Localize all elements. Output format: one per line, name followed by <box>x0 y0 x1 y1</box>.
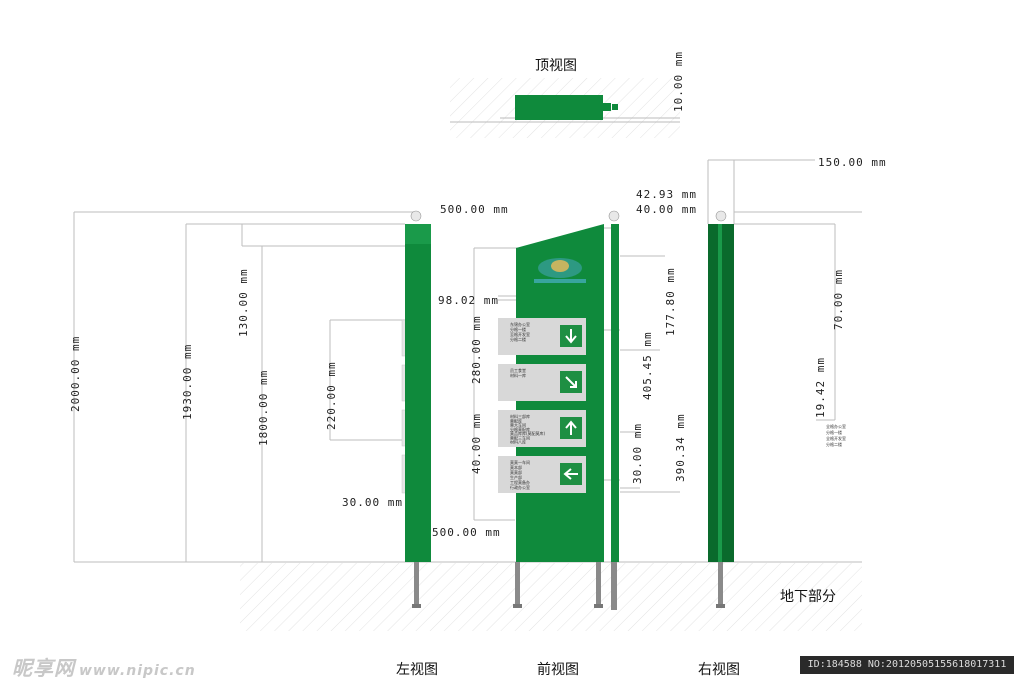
dim-30-side: 30.00 mm <box>631 423 644 484</box>
top-view-post <box>603 103 611 111</box>
front-view-side-post <box>611 224 619 562</box>
panel-text-line: 莫品库库(莫配莫库) <box>510 430 546 436</box>
right-text-line: 全格办公室 <box>826 423 846 429</box>
front-view-foot-left <box>515 562 520 608</box>
panel-text-line: 东锦办公室 <box>510 321 530 327</box>
arrow-down-icon <box>565 329 577 344</box>
dim-30-left: 30.00 mm <box>342 496 403 509</box>
ground-hatch <box>240 563 862 631</box>
underground-label: 地下部分 <box>780 589 836 605</box>
arrow-up-icon <box>565 420 577 435</box>
front-view-post-foot <box>611 562 617 610</box>
dim-40-front: 40.00 mm <box>470 413 483 474</box>
top-view-cap <box>612 104 618 110</box>
left-view-foot <box>414 562 419 608</box>
dim-98: 98.02 mm <box>438 294 499 307</box>
right-view-foot <box>718 562 723 608</box>
dim-177: 177.80 mm <box>664 267 677 336</box>
panel-text-line: 分格莫配库 <box>510 426 530 432</box>
panel-text-line: 材料三部库 <box>510 413 530 419</box>
panel-text-line: 材料一库 <box>510 372 526 378</box>
id-bar: ID:184588 NO:20120505155618017311 <box>800 656 1014 674</box>
panel-text-line: 莫大车间 <box>510 422 526 428</box>
logo-emblem-center <box>551 260 569 272</box>
panel-text-line: 莫莫一车间 <box>510 459 530 465</box>
direction-panels: 东锦办公室分格一楼至格开发室分格二楼员工食堂材料一库材料三部库莫配库莫大车间分格… <box>498 318 586 493</box>
panel-text-line: 莫莫部 <box>510 469 522 475</box>
dim-500-top: 500.00 mm <box>440 203 509 216</box>
right-view-text: 全格办公室 分格一楼 全格开发室 分格二楼 <box>826 423 846 447</box>
panel-text-line: 至格开发室 <box>510 331 530 337</box>
right-view-title: 右视图 <box>698 662 740 678</box>
left-view-cap <box>405 224 431 244</box>
dim-19: 19.42 mm <box>814 357 827 418</box>
panel-text-line: 材料八库 <box>510 439 526 445</box>
top-view-sign-body <box>515 95 603 120</box>
panel-text-line: 莫本部 <box>510 464 522 470</box>
front-view-foot-right <box>596 562 601 608</box>
logo-text-bar <box>534 279 586 283</box>
right-text-line: 全格开发室 <box>826 435 846 441</box>
left-view-dimension-lines <box>73 211 415 562</box>
left-view-lamp <box>410 210 422 222</box>
dim-390: 390.34 mm <box>674 413 687 482</box>
right-view-dimension-lines <box>707 159 862 421</box>
panel-text-line: 工程莫备办 <box>510 479 530 485</box>
dim-1930: 1930.00 mm <box>181 344 194 420</box>
front-view-foot-left-base <box>513 604 522 608</box>
right-view-edge <box>718 224 722 562</box>
watermark-url: www.nipic.cn <box>79 663 196 679</box>
dim-70: 70.00 mm <box>832 269 845 330</box>
panel-text-line: 分格二楼 <box>510 336 526 342</box>
arrow-left-icon <box>563 468 578 480</box>
front-view-lamp <box>608 210 620 222</box>
panel-text-line: 行政办公室 <box>510 484 530 490</box>
left-view-foot-base <box>412 604 421 608</box>
dim-42: 42.93 mm <box>636 188 697 201</box>
panel-text-line: 分格一楼 <box>510 326 526 332</box>
dim-top-depth: 10.00 mm <box>672 51 685 112</box>
dim-150: 150.00 mm <box>818 156 887 169</box>
front-view-title: 前视图 <box>537 661 579 678</box>
panel-text-line: 员工食堂 <box>510 367 526 373</box>
dim-220: 220.00 mm <box>325 361 338 430</box>
left-view-body <box>405 224 431 562</box>
right-view-foot-base <box>716 604 725 608</box>
front-view-foot-right-base <box>594 604 603 608</box>
dim-405: 405.45 mm <box>641 331 654 400</box>
panel-text-line: 莫配三车间 <box>510 434 530 440</box>
dim-40: 40.00 mm <box>636 203 697 216</box>
right-text-line: 分格二楼 <box>826 441 842 447</box>
top-view-title: 顶视图 <box>535 58 577 74</box>
watermark-brand: 昵享网 <box>12 656 75 680</box>
dim-280: 280.00 mm <box>470 315 483 384</box>
dim-total-height: 2000.00 mm <box>69 336 82 412</box>
dim-1800: 1800.00 mm <box>257 370 270 446</box>
right-view-lamp <box>715 210 727 222</box>
panel-text-line: 莫配库 <box>510 417 522 423</box>
dim-500-bottom: 500.00 mm <box>432 526 501 539</box>
arrow-down-right-icon <box>565 376 577 388</box>
panel-text-line: 生产部 <box>510 474 522 480</box>
right-text-line: 分格一楼 <box>826 429 842 435</box>
left-view-title: 左视图 <box>396 662 438 678</box>
dim-130: 130.00 mm <box>237 268 250 337</box>
